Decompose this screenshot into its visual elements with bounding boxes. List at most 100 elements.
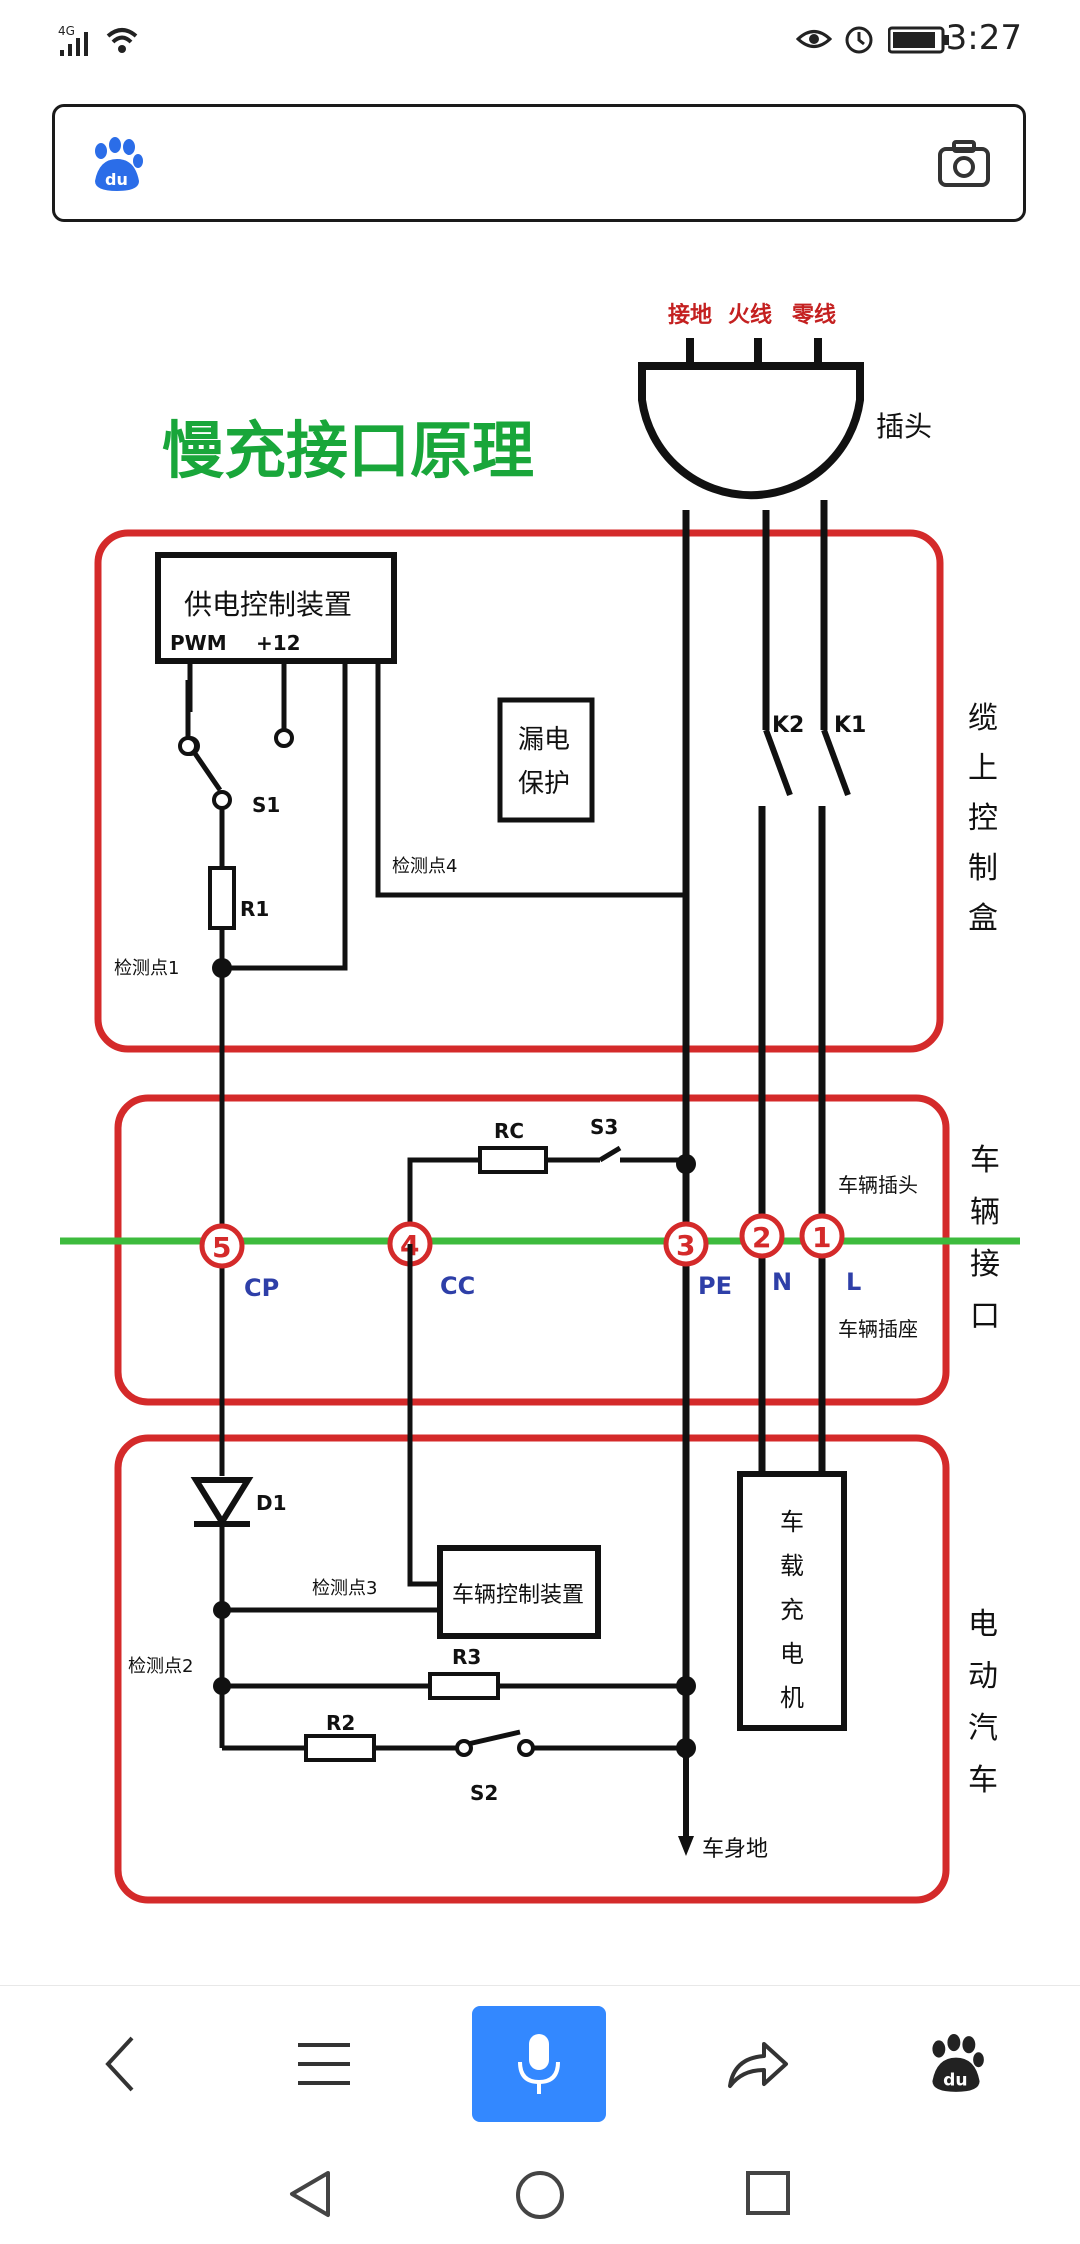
onboard-charger-label: 车 载 充 电 机 bbox=[780, 1508, 804, 1712]
square-recents-icon[interactable] bbox=[744, 2169, 792, 2217]
supply-control-device bbox=[155, 552, 397, 664]
browser-nav-bar: du bbox=[0, 1985, 1080, 2146]
camera-icon[interactable] bbox=[937, 139, 991, 189]
svg-text:车: 车 bbox=[968, 1763, 998, 1798]
r2-resistor bbox=[304, 1734, 376, 1762]
plug-label-ground: 接地 bbox=[668, 303, 712, 328]
leak-label-2: 保护 bbox=[518, 769, 570, 799]
supply-device-label: 供电控制装置 bbox=[184, 588, 352, 621]
vehicle-interface-label: 车 辆 接 口 bbox=[970, 1143, 1000, 1334]
vehicle-plug-label: 车辆插头 bbox=[838, 1173, 918, 1197]
r1-resistor bbox=[208, 866, 236, 930]
k1-label: K1 bbox=[834, 713, 866, 738]
svg-text:2: 2 bbox=[752, 1221, 771, 1254]
svg-text:辆: 辆 bbox=[970, 1195, 1000, 1230]
d1-diode bbox=[190, 1477, 254, 1528]
pin-3: 3 bbox=[663, 1221, 709, 1267]
svg-text:5: 5 bbox=[212, 1231, 231, 1264]
d1-label: D1 bbox=[256, 1491, 287, 1515]
pwm-label: PWM bbox=[170, 631, 227, 655]
cable-control-box-label: 缆 上 控 制 盒 bbox=[968, 701, 998, 936]
svg-text:充: 充 bbox=[780, 1596, 804, 1624]
svg-text:上: 上 bbox=[968, 751, 998, 786]
svg-text:缆: 缆 bbox=[968, 701, 998, 736]
svg-text:载: 载 bbox=[780, 1552, 804, 1580]
mic-icon bbox=[518, 2034, 560, 2094]
alarm-icon bbox=[845, 26, 873, 54]
s1-label: S1 bbox=[252, 793, 280, 817]
eye-icon bbox=[796, 30, 832, 48]
rc-label: RC bbox=[494, 1119, 524, 1143]
detect-point-3: 检测点3 bbox=[312, 1578, 377, 1599]
ev-label: 电 动 汽 车 bbox=[968, 1607, 998, 1798]
baidu-icon-text: du bbox=[943, 2070, 967, 2090]
diagram-title: 慢充接口原理 bbox=[162, 414, 534, 487]
baidu-logo-text: du bbox=[105, 170, 128, 189]
charging-circuit-diagram: 慢充接口原理 接地 火线 零线 插头 供电控制装置 PWM +12 S1 R1 … bbox=[60, 302, 1020, 1904]
pin-name-cp: CP bbox=[244, 1274, 279, 1302]
s2-label: S2 bbox=[470, 1781, 498, 1805]
vehicle-interface-frame bbox=[114, 1094, 950, 1406]
svg-text:3: 3 bbox=[676, 1229, 695, 1262]
clock: 3:27 bbox=[945, 18, 1022, 58]
svg-text:盒: 盒 bbox=[968, 901, 998, 936]
share-button[interactable] bbox=[698, 2006, 818, 2122]
pin-5: 5 bbox=[199, 1223, 245, 1269]
vehicle-controller-label: 车辆控制装置 bbox=[452, 1583, 584, 1608]
battery-icon bbox=[888, 26, 949, 54]
svg-text:汽: 汽 bbox=[968, 1711, 998, 1746]
svg-text:1: 1 bbox=[812, 1221, 831, 1254]
baidu-paw-icon: du bbox=[95, 137, 143, 191]
ground-arrow bbox=[678, 1836, 694, 1856]
search-bar[interactable]: du bbox=[52, 104, 1026, 222]
plug-label-live: 火线 bbox=[728, 302, 772, 328]
leakage-protection bbox=[497, 697, 595, 823]
svg-text:动: 动 bbox=[968, 1659, 998, 1694]
svg-text:机: 机 bbox=[780, 1684, 804, 1712]
plug-label-neutral: 零线 bbox=[791, 302, 836, 328]
k2-label: K2 bbox=[772, 713, 804, 738]
r1-label: R1 bbox=[240, 897, 269, 921]
svg-text:车: 车 bbox=[780, 1508, 804, 1536]
vehicle-control-device bbox=[437, 1545, 601, 1639]
pin-1: 1 bbox=[799, 1213, 845, 1259]
network-type: 4G bbox=[58, 24, 75, 38]
detect-point-1: 检测点1 bbox=[114, 958, 179, 979]
svg-text:电: 电 bbox=[780, 1640, 804, 1668]
leak-label-1: 漏电 bbox=[518, 725, 570, 755]
baidu-home-button[interactable]: du bbox=[896, 2006, 1016, 2122]
back-icon bbox=[105, 2036, 134, 2092]
pin-name-cc: CC bbox=[440, 1272, 475, 1300]
status-bar: 4G 3:27 bbox=[0, 0, 1080, 90]
r3-label: R3 bbox=[452, 1645, 481, 1669]
cable-control-box-frame bbox=[94, 529, 944, 1053]
voice-search-button[interactable] bbox=[472, 2006, 606, 2122]
pin-2: 2 bbox=[739, 1213, 785, 1259]
plug-body bbox=[638, 362, 864, 500]
menu-button[interactable] bbox=[264, 2006, 384, 2122]
detect-point-2: 检测点2 bbox=[128, 1656, 193, 1677]
detect-point-4: 检测点4 bbox=[392, 856, 457, 877]
triangle-back-icon[interactable] bbox=[286, 2169, 334, 2219]
menu-icon bbox=[298, 2043, 350, 2085]
r3-resistor bbox=[428, 1672, 500, 1700]
svg-text:口: 口 bbox=[970, 1299, 1000, 1334]
svg-text:电: 电 bbox=[968, 1607, 998, 1642]
ev-frame bbox=[114, 1434, 950, 1904]
r2-label: R2 bbox=[326, 1711, 355, 1735]
vehicle-socket-label: 车辆插座 bbox=[838, 1317, 918, 1341]
baidu-icon: du bbox=[932, 2034, 984, 2092]
system-nav-bar bbox=[0, 2145, 1080, 2244]
circle-home-icon[interactable] bbox=[514, 2169, 566, 2221]
svg-text:接: 接 bbox=[970, 1247, 1000, 1282]
pin-name-l: L bbox=[846, 1268, 861, 1296]
svg-text:控: 控 bbox=[968, 801, 998, 836]
plug-name: 插头 bbox=[876, 410, 932, 443]
rc-resistor bbox=[478, 1146, 548, 1174]
s3-label: S3 bbox=[590, 1115, 618, 1139]
svg-text:车: 车 bbox=[970, 1143, 1000, 1178]
plus12-label: +12 bbox=[256, 631, 301, 655]
back-button[interactable] bbox=[60, 2006, 180, 2122]
onboard-charger bbox=[737, 1471, 847, 1731]
body-ground-label: 车身地 bbox=[702, 1837, 768, 1862]
